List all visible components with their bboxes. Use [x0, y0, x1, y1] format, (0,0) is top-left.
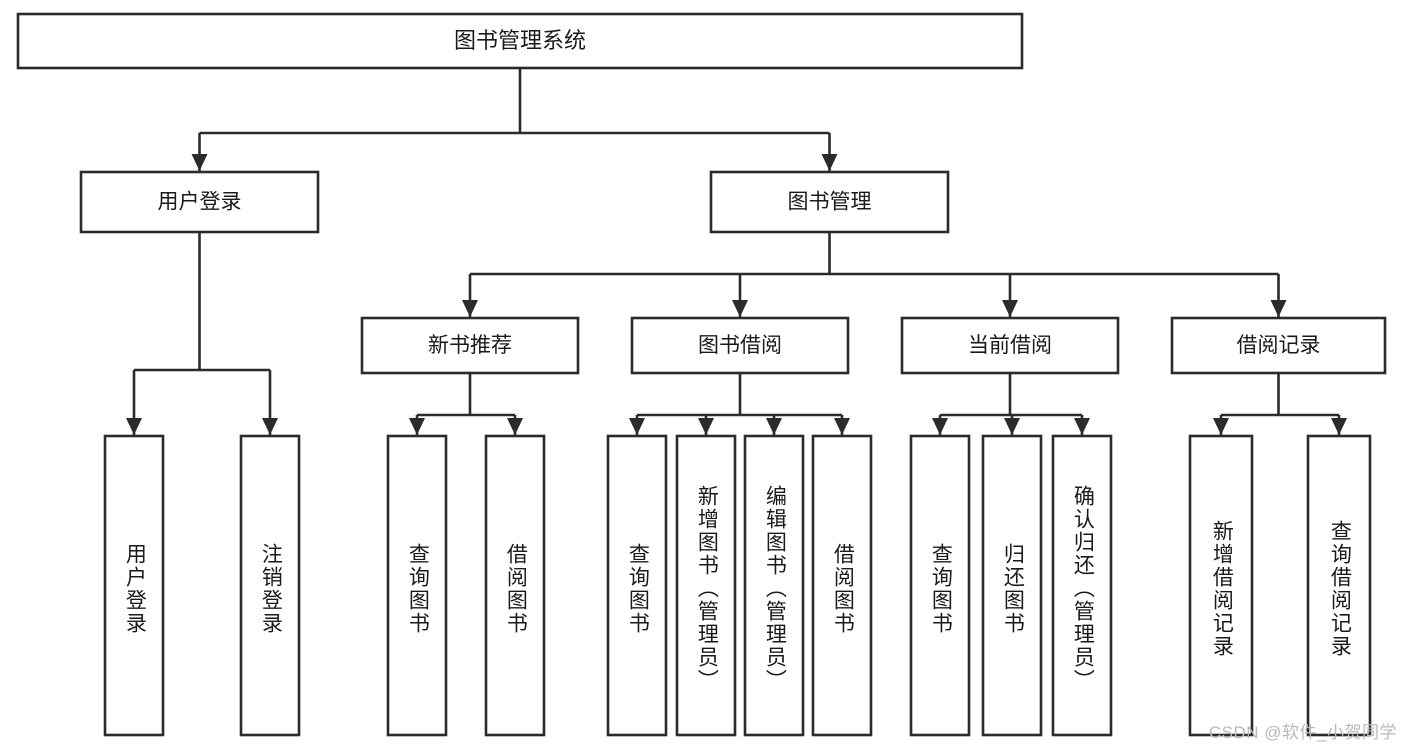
leaf-node-box[interactable] [606, 434, 668, 737]
node-label: 新书推荐 [428, 334, 512, 357]
leaf-node-box[interactable] [386, 434, 448, 737]
connector-arrowhead [507, 418, 523, 435]
node-label: 图书借阅 [698, 334, 782, 357]
connector-arrowhead [629, 418, 645, 435]
connector-arrowhead [698, 418, 714, 435]
leaf-node-box[interactable] [981, 434, 1043, 737]
leaf-node-box[interactable] [743, 434, 805, 737]
connector-arrowhead [1270, 300, 1287, 317]
leaf-node-box[interactable] [1051, 434, 1113, 737]
connector-arrowhead [821, 154, 838, 171]
level3-node-0[interactable]: 新书推荐 [360, 316, 580, 375]
connector-arrowhead [1004, 418, 1020, 435]
connector-arrowhead [462, 300, 478, 317]
leaf-node-box[interactable] [1306, 434, 1372, 737]
leaf-node-box[interactable] [811, 434, 873, 737]
root-node-book-management-system[interactable]: 图书管理系统 [16, 12, 1024, 70]
level2-node-1[interactable]: 图书管理 [709, 170, 950, 234]
node-label: 图书管理 [788, 191, 872, 214]
connector-arrowhead [409, 418, 425, 435]
level2-node-0[interactable]: 用户登录 [79, 170, 320, 234]
leaf-node-box[interactable] [484, 434, 546, 737]
connector-arrowhead [1213, 418, 1229, 435]
connector-arrowhead [834, 418, 850, 435]
leaf-node-box[interactable] [103, 434, 165, 737]
node-label: 借阅记录 [1237, 334, 1321, 357]
level3-node-1[interactable]: 图书借阅 [630, 316, 850, 375]
leaf-node-box[interactable] [909, 434, 971, 737]
leaf-node-box[interactable] [239, 434, 301, 737]
connector-arrowhead [191, 154, 208, 171]
leaf-node-box[interactable] [675, 434, 737, 737]
connectors-layer [126, 68, 1347, 435]
level3-node-2[interactable]: 当前借阅 [900, 316, 1120, 375]
connector-arrowhead [1002, 300, 1018, 317]
connector-arrowhead [1074, 418, 1090, 435]
node-label: 图书管理系统 [454, 28, 586, 53]
connector-arrowhead [126, 418, 142, 435]
csdn-watermark: CSDN @软件_小贺同学 [1208, 723, 1397, 742]
connector-arrowhead [1331, 418, 1347, 435]
connector-arrowhead [262, 418, 278, 435]
node-label: 用户登录 [158, 191, 242, 214]
connector-arrowhead [766, 418, 782, 435]
level3-node-3[interactable]: 借阅记录 [1170, 316, 1387, 375]
connector-arrowhead [732, 300, 748, 317]
leaf-node-box[interactable] [1188, 434, 1254, 737]
node-label: 当前借阅 [968, 334, 1052, 357]
connector-arrowhead [932, 418, 948, 435]
